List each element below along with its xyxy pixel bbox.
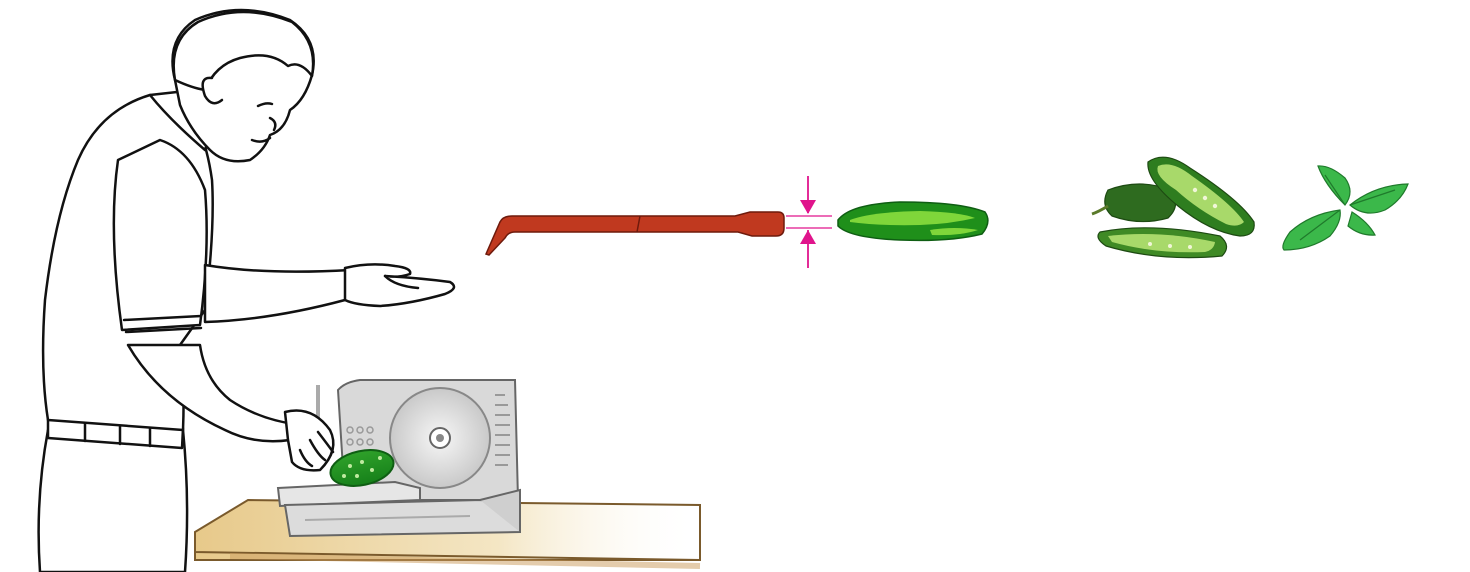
man-operating-slicer <box>37 8 456 572</box>
meat-slicer <box>276 379 521 538</box>
cucumber-slice <box>837 201 989 242</box>
mint-sprig <box>1282 165 1409 251</box>
red-tweezers <box>484 211 785 256</box>
cucumber-on-slicer <box>329 449 395 487</box>
thickness-indicator <box>786 176 832 268</box>
jalapeno-peppers <box>1091 156 1255 259</box>
